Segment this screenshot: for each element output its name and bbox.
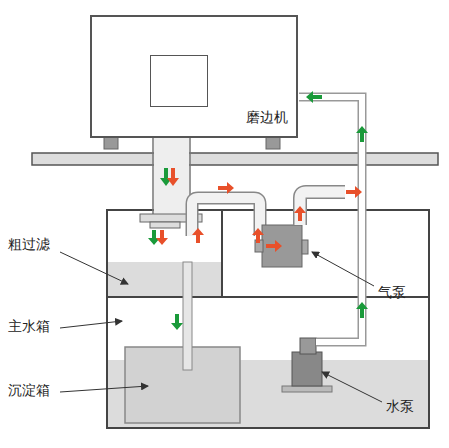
part-label: 粗过滤 <box>8 236 50 253</box>
part-label: 气泵 <box>378 284 406 301</box>
machine-label: 磨边机 <box>246 109 288 126</box>
part-label: 主水箱 <box>8 318 50 335</box>
part-label: 沉淀箱 <box>8 382 50 399</box>
part-label: 水泵 <box>386 398 414 415</box>
machine-window <box>150 55 208 107</box>
machine-box: 磨边机 <box>90 15 298 138</box>
